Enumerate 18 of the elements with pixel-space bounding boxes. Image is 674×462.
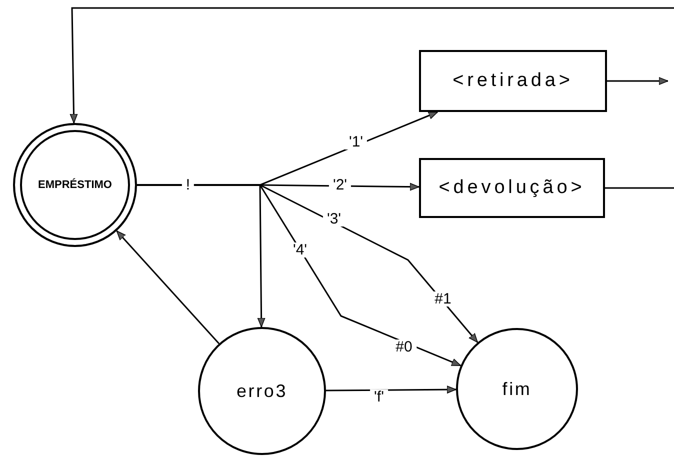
arrow — [326, 386, 456, 394]
transition-label: ! — [182, 178, 194, 192]
state-label: fim — [502, 378, 532, 400]
edge-label: '1' — [344, 134, 368, 150]
edge-label: '2' — [328, 178, 352, 192]
edge-label: 'f' — [370, 390, 388, 404]
arrow — [137, 184, 266, 328]
edge-label: '3' — [322, 212, 346, 226]
connector-line — [605, 187, 674, 189]
state-label: EMPRÉSTIMO — [38, 177, 112, 193]
action-box — [419, 158, 605, 218]
arrow — [116, 230, 220, 344]
arrow — [607, 77, 668, 85]
action-box — [419, 50, 607, 112]
arrow — [70, 7, 674, 124]
state-label: <devolução> — [438, 176, 586, 200]
state-label: <retirada> — [452, 68, 574, 93]
state-label: erro3 — [236, 380, 288, 402]
